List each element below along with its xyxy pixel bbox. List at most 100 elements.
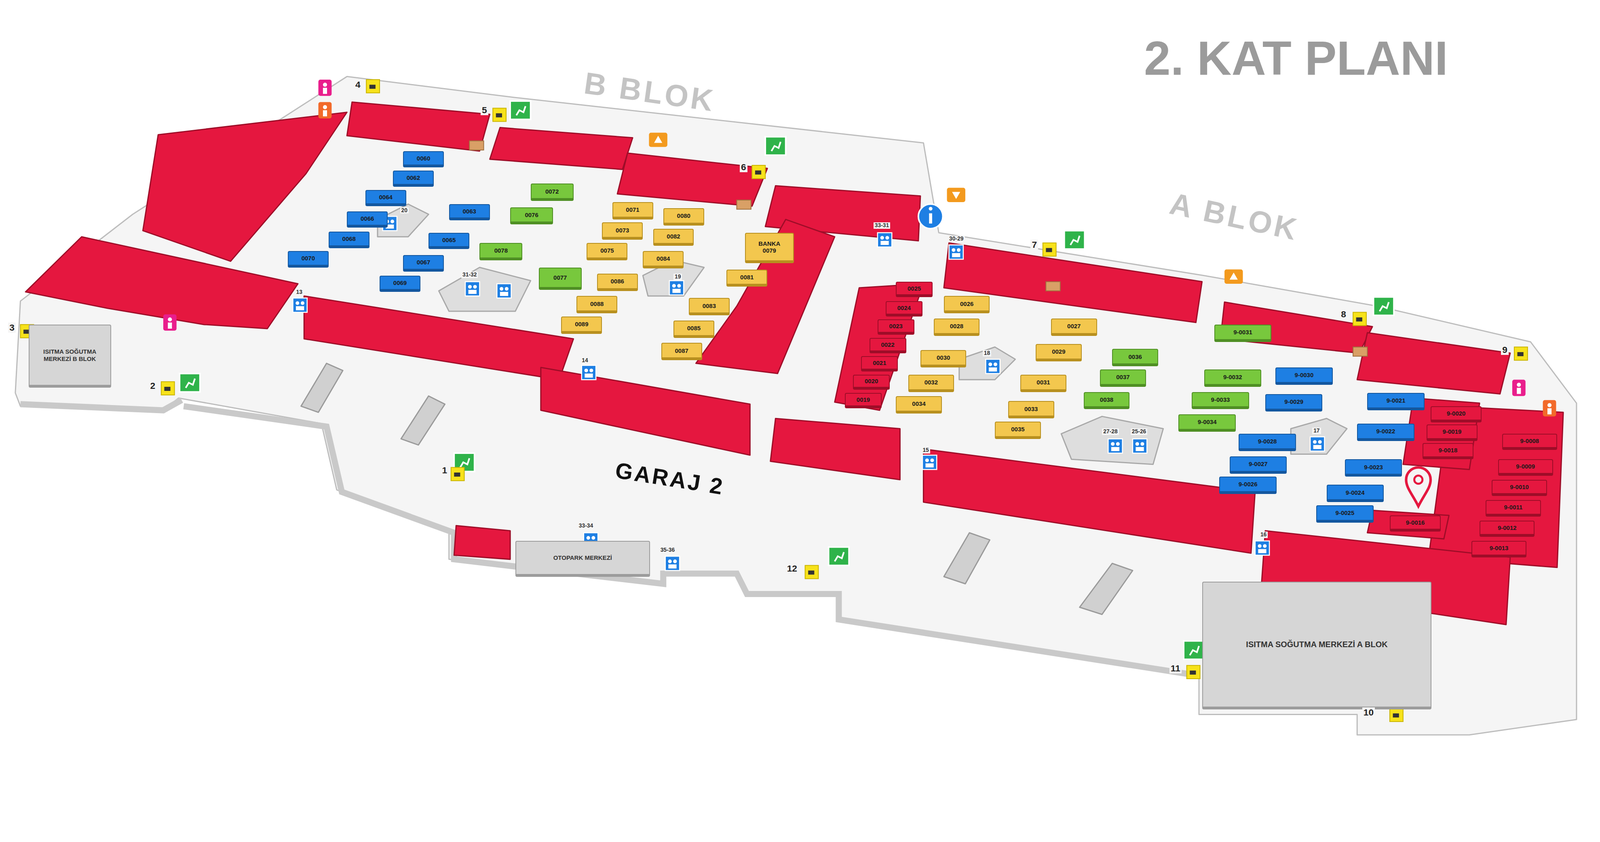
shop-unit: 0085 <box>673 320 715 338</box>
service-lift-icon <box>366 79 380 93</box>
ramp <box>401 396 446 446</box>
elevator-person <box>472 284 477 289</box>
elevator-person <box>925 458 929 463</box>
wc-figure <box>1516 387 1521 394</box>
shop-block <box>1367 510 1449 539</box>
elevator-icon <box>665 556 680 571</box>
shop-number: 0064 <box>378 193 393 201</box>
shop-number: 0069 <box>393 279 407 287</box>
exit-figure <box>185 378 195 389</box>
elevator-person <box>956 248 961 252</box>
elevator-person <box>951 253 961 258</box>
elevator-person <box>390 219 395 224</box>
shop-unit: 0088 <box>576 295 618 314</box>
callout-number: 12 <box>785 563 799 574</box>
shop-unit: 9-0031 <box>1214 324 1272 342</box>
elevator-number: 25-26 <box>1130 428 1148 435</box>
service-lift-icon <box>451 467 465 481</box>
info-point <box>918 204 944 229</box>
service-lift-icon <box>805 565 819 579</box>
stair-marker <box>736 200 751 210</box>
shop-unit: 9-0034 <box>1178 414 1236 432</box>
shop-number: 9-0022 <box>1376 427 1396 435</box>
shop-unit: 9-0023 <box>1344 459 1402 477</box>
elevator-person <box>504 287 509 291</box>
garage-wall <box>20 400 182 411</box>
elevator-person <box>673 559 677 564</box>
shop-number: 0023 <box>889 322 903 330</box>
elevator-person <box>591 536 596 540</box>
area-name: OTOPARK MERKEZİ <box>553 554 613 562</box>
shop-number: 0087 <box>675 347 689 355</box>
shop-block <box>1428 406 1564 568</box>
ramp <box>1079 563 1133 615</box>
elevator-number: 33-31 <box>873 222 891 229</box>
shop-number: 0035 <box>1011 425 1025 433</box>
wc-figure <box>1547 408 1552 415</box>
shop-number: 0036 <box>1128 353 1142 361</box>
callout-number: 10 <box>1362 707 1375 718</box>
shop-unit: 0084 <box>642 251 684 269</box>
callout-number: 8 <box>1339 309 1348 320</box>
shop-number: 9-0013 <box>1489 544 1509 552</box>
shop-number: 9-0030 <box>1294 371 1314 379</box>
elevator-person <box>468 289 477 294</box>
shop-unit: 0060 <box>403 151 444 168</box>
callout-number: 4 <box>354 79 362 90</box>
exit-sign <box>1373 297 1394 316</box>
shop-block <box>1357 332 1511 394</box>
service-lift-mark <box>808 570 815 575</box>
callout-number: 2 <box>149 380 157 391</box>
elevator-icon <box>465 281 480 296</box>
shop-unit: 9-0030 <box>1275 367 1333 385</box>
service-lift-mark <box>453 472 461 477</box>
elevator-person <box>300 301 305 305</box>
shop-unit: 9-0008 <box>1502 433 1558 450</box>
elevator-icon <box>1310 436 1325 452</box>
shop-number: 9-0016 <box>1405 519 1425 526</box>
exit-sign <box>1183 641 1204 660</box>
stair-marker <box>1353 346 1368 357</box>
service-area: ISITMA SOĞUTMA MERKEZİ A BLOK <box>1202 581 1432 710</box>
shop-unit: 0025 <box>895 281 933 298</box>
shop-unit: 0067 <box>403 255 444 272</box>
stair-marker <box>1045 281 1060 292</box>
shop-number: 9-0024 <box>1345 489 1365 497</box>
shop-number: 0075 <box>600 246 614 254</box>
elevator-icon <box>1108 439 1123 454</box>
wc-sign <box>318 101 332 119</box>
shop-unit: 9-0020 <box>1430 406 1482 423</box>
escalator-arrow <box>1229 272 1238 280</box>
elevator-icon <box>1255 540 1270 556</box>
shop-unit: 9-0009 <box>1498 459 1554 476</box>
elevator-person <box>468 284 472 289</box>
elevator-icon <box>496 283 511 298</box>
shop-unit: 0077 <box>538 267 582 291</box>
service-lift-mark <box>1356 317 1363 322</box>
service-lift-mark <box>164 386 171 391</box>
shop-number: 0025 <box>907 284 921 292</box>
elevator-number: 13 <box>295 289 304 296</box>
elevator-number: 30-29 <box>947 235 965 243</box>
info-mark <box>928 213 933 224</box>
shop-number: 0070 <box>301 254 315 262</box>
elevator-person <box>880 236 885 240</box>
shop-unit: 0036 <box>1112 348 1159 367</box>
shop-number: 0033 <box>1024 405 1038 413</box>
ramp <box>943 532 990 584</box>
shop-number: 0072 <box>545 187 559 195</box>
wc-sign <box>1512 379 1526 396</box>
callout-number: 3 <box>8 322 16 333</box>
shop-number: 0032 <box>924 378 938 386</box>
service-lift-mark <box>1517 352 1524 357</box>
stair-marker <box>469 140 484 150</box>
shop-number: 0077 <box>553 274 567 281</box>
shop-unit: 0070 <box>287 251 329 268</box>
shop-unit: 0027 <box>1051 318 1098 336</box>
shop-unit: 0022 <box>869 337 907 354</box>
elevator-person <box>672 283 676 288</box>
shop-block <box>696 219 835 374</box>
elevator-person <box>993 362 998 367</box>
shop-unit: 0087 <box>661 342 703 361</box>
